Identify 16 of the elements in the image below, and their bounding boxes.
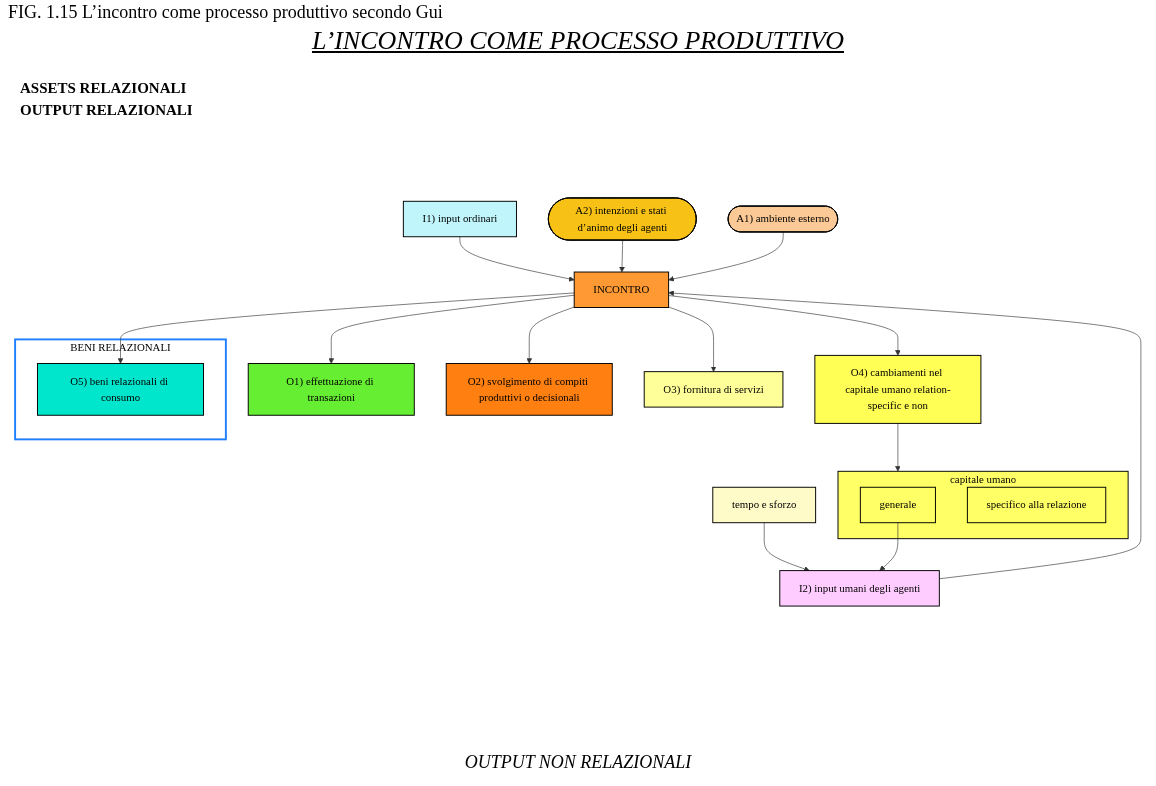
node-box: O4) cambiamenti nel capitale umano relation-specific e non [814,354,982,424]
node-box: I1) input ordinari [402,200,517,238]
node-box: O1) effettuazione di transazioni [247,363,415,416]
node-box: I2) input umani degli agenti [779,570,940,607]
node-box: O3) fornitura di servizi [643,371,784,408]
node-box: INCONTRO [573,271,670,308]
group-label: OUTPUT RELAZIONALI [20,102,193,119]
figure-caption: FIG. 1.15 L’incontro come processo produttivo secondo Gui [8,2,443,23]
group-label: ASSETS RELAZIONALI [20,80,187,97]
diagram-title: L’INCONTRO COME PROCESSO PRODUTTIVO [310,26,845,56]
group-label: OUTPUT NON RELAZIONALI [463,752,693,773]
node-box: O2) svolgimento di compiti produttivi o decisionali [445,363,613,416]
node-box: O5) beni relazionali di consumo [37,363,204,416]
node-box: tempo e sforzo [712,486,817,524]
node-box: generale [859,486,936,524]
node-box: specifico alla relazione [966,486,1107,524]
